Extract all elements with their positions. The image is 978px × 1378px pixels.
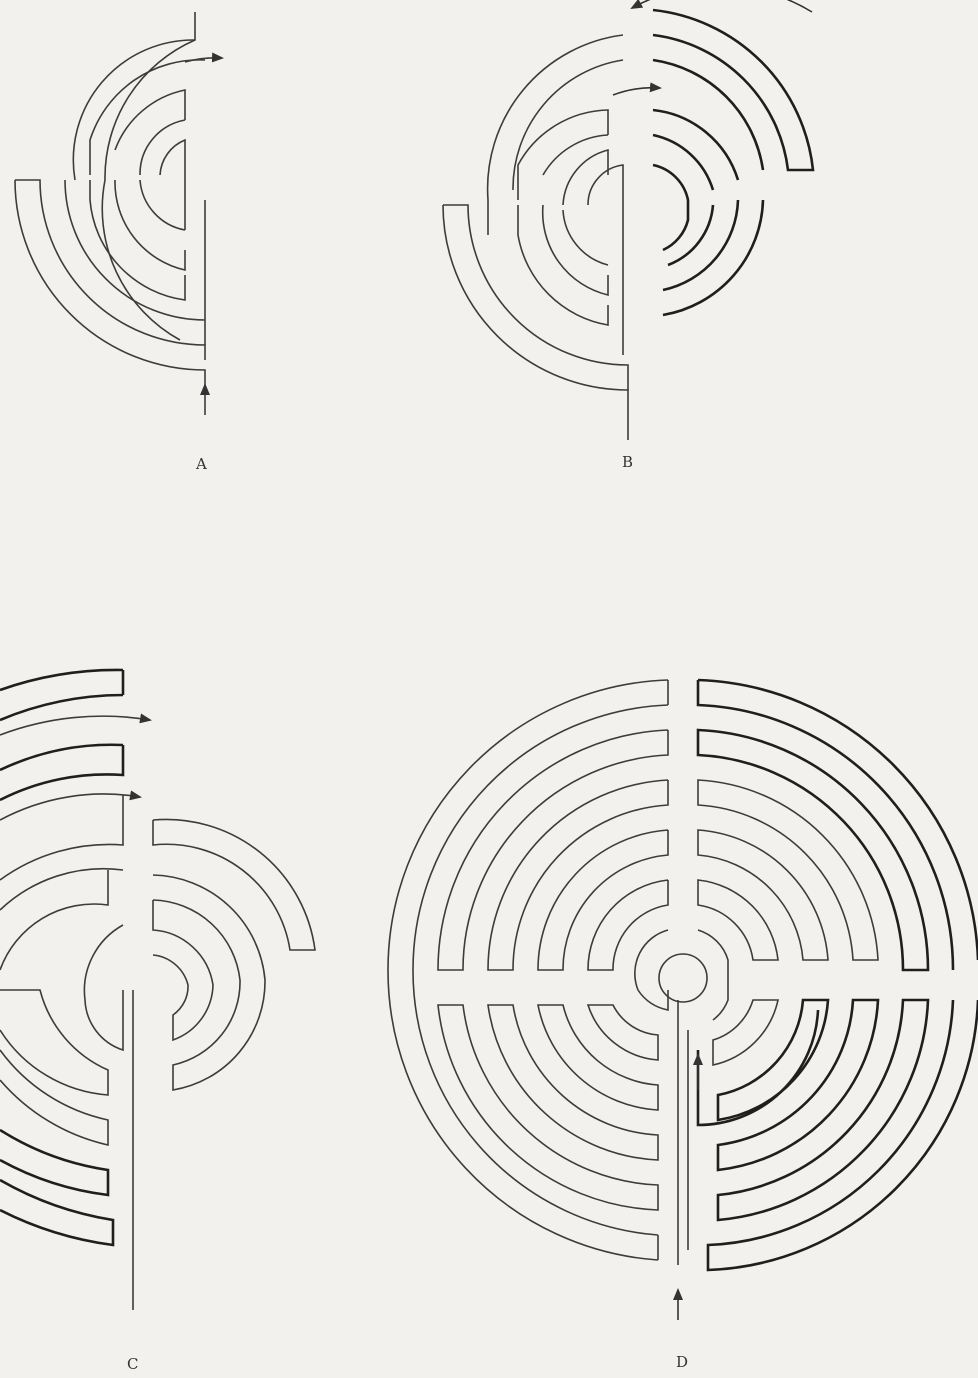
panel-d-right-ring-6 xyxy=(698,930,728,1020)
panel-d-left-ring-5-lower xyxy=(588,1005,658,1060)
panel-c-ring-3 xyxy=(0,795,123,880)
panel-c-outer-ring-1 xyxy=(0,670,123,690)
panel-c-ring-4 xyxy=(0,869,123,970)
panel-d-left-ring-3-lower xyxy=(488,1005,658,1160)
panel-c-exit-arrow-2 xyxy=(0,794,140,820)
panel-b-right-ring-2 xyxy=(653,60,763,170)
panel-b-right-lower-1 xyxy=(663,200,738,290)
panel-d-right-lower-4 xyxy=(718,1000,828,1120)
panel-b-left-ring-2-inner xyxy=(543,135,608,175)
panel-d-right-ring-3 xyxy=(698,780,878,960)
panel-a-lower-ring-2 xyxy=(115,180,185,270)
panel-b-left-outer-inner xyxy=(443,205,628,440)
panel-a-left-stub-inner xyxy=(15,180,205,360)
panel-c-left-lower xyxy=(0,990,108,1095)
panel-d-left-ring-4 xyxy=(538,830,668,970)
panel-b-right-half xyxy=(653,10,813,315)
panel-b-left-lower-1 xyxy=(518,205,608,325)
panel-b-right-outer xyxy=(653,10,813,170)
panel-c-labyrinth xyxy=(0,670,123,1245)
panel-d-left-ring-3 xyxy=(488,780,668,970)
panel-a-lower-ring-3 xyxy=(140,180,185,230)
panel-d-left-ring-1 xyxy=(388,680,668,1260)
panel-d-left-ring-6 xyxy=(635,930,668,1010)
panel-b-exit-arrow-inner xyxy=(613,88,660,95)
panel-c-outer-ring-2 xyxy=(0,745,123,800)
panel-b-right-lower-3 xyxy=(668,205,713,265)
panel-a-labyrinth xyxy=(15,12,222,415)
panel-c-outer-lower-2 xyxy=(0,1130,108,1195)
panel-b-label: B xyxy=(622,453,634,471)
panel-a-outer-arc-inner xyxy=(73,40,195,180)
panel-d-left-ring-5 xyxy=(588,880,668,970)
panel-c-right-ring-3 xyxy=(153,900,213,1040)
panel-d-right-ring-5 xyxy=(698,880,778,960)
panel-d-labyrinth xyxy=(388,680,878,1265)
panel-d-center xyxy=(659,954,707,1002)
panel-b-right-lower-2 xyxy=(663,200,763,315)
panel-c-outer-ring-1-inner xyxy=(0,670,123,720)
panel-d-left-ring-4-lower xyxy=(538,1005,658,1110)
panel-d-right-ring-4 xyxy=(698,830,828,960)
panel-b-labyrinth xyxy=(443,35,628,440)
panel-c-right-ring-2 xyxy=(153,875,265,1090)
panel-a-ring-2-inner xyxy=(115,90,185,150)
panel-a-ring-3-inner xyxy=(160,140,185,230)
panel-a-lower-ring-1 xyxy=(90,180,185,300)
panel-d-right-outer xyxy=(698,680,978,970)
panel-c-outer-lower-1 xyxy=(0,1180,113,1245)
panel-c-exit-arrow-1 xyxy=(0,716,150,735)
panel-b-right-ring-3-inner xyxy=(653,135,713,190)
panel-d-label: D xyxy=(676,1353,689,1371)
panel-b-left-lower-2 xyxy=(543,205,608,295)
panel-c-right-ring-1 xyxy=(153,819,315,950)
panel-a-ring-3 xyxy=(140,120,185,175)
panel-b-left-ring-3-inner xyxy=(588,165,623,230)
panel-a-spine-2 xyxy=(65,180,205,320)
panel-c-left-lower-2 xyxy=(0,1050,108,1145)
panel-b-left-lower-3 xyxy=(563,210,608,265)
panel-b-left-ring-3 xyxy=(563,150,608,205)
panel-c-label: C xyxy=(127,1355,139,1373)
panel-a-label: A xyxy=(196,455,208,473)
panel-b-right-ring-4 xyxy=(653,165,688,250)
panel-c-ring-5 xyxy=(84,925,123,1050)
panel-b-left-outer xyxy=(443,205,628,390)
